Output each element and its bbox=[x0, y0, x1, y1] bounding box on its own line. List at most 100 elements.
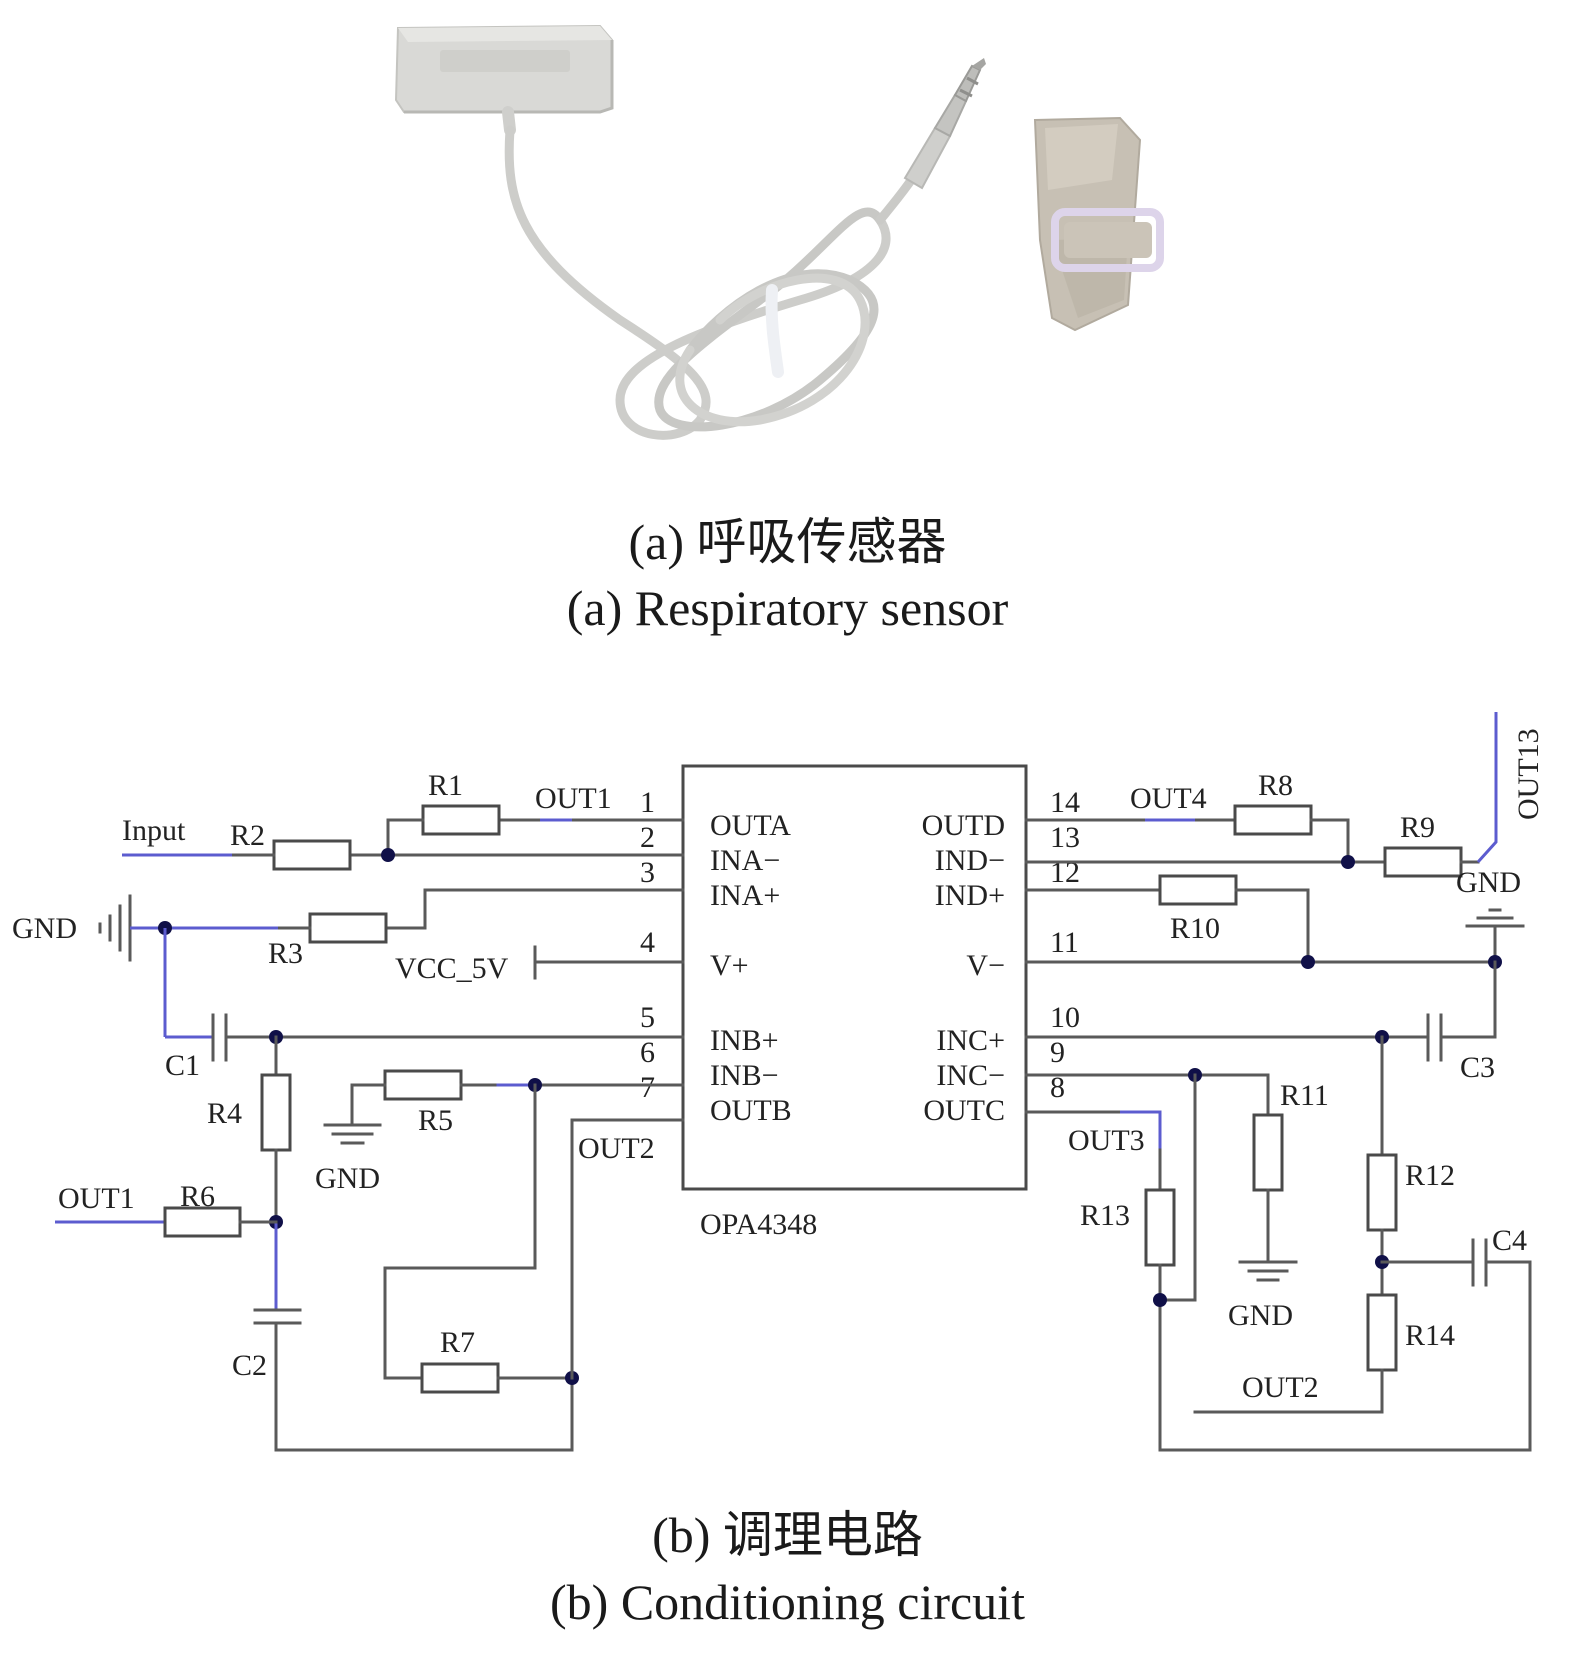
pin-name-1: OUTA bbox=[710, 809, 791, 842]
resistor-r12 bbox=[1366, 1153, 1398, 1232]
label-out2-right: OUT2 bbox=[1242, 1371, 1319, 1404]
label-gnd-left: GND bbox=[12, 912, 77, 945]
resistor-r2 bbox=[272, 839, 352, 871]
capacitor-c3 bbox=[1426, 1013, 1443, 1062]
caption-a-chinese: (a) 呼吸传感器 bbox=[628, 514, 947, 570]
label-out2-left: OUT2 bbox=[578, 1132, 655, 1165]
label-r14: R14 bbox=[1405, 1319, 1455, 1352]
resistor-r9 bbox=[1383, 846, 1463, 878]
pin-name-12: IND+ bbox=[935, 879, 1005, 912]
pin-num-5: 5 bbox=[640, 1001, 655, 1034]
pin-name-7: OUTB bbox=[710, 1094, 792, 1127]
pin-num-8: 8 bbox=[1050, 1071, 1065, 1104]
label-input: Input bbox=[122, 814, 186, 847]
caption-a-english: (a) Respiratory sensor bbox=[566, 580, 1009, 636]
resistor-r7 bbox=[420, 1362, 500, 1394]
label-r5: R5 bbox=[418, 1104, 453, 1137]
caption-b-chinese: (b) 调理电路 bbox=[652, 1507, 923, 1563]
node-dot bbox=[1375, 1255, 1389, 1269]
label-r11: R11 bbox=[1280, 1079, 1329, 1112]
resistor-r8 bbox=[1233, 804, 1313, 836]
audio-jack bbox=[903, 58, 986, 190]
label-r10: R10 bbox=[1170, 912, 1220, 945]
node-dot bbox=[1301, 955, 1315, 969]
pin-num-12: 12 bbox=[1050, 856, 1080, 889]
pin-name-4: V+ bbox=[710, 949, 749, 982]
resistor-r1 bbox=[421, 804, 501, 836]
label-out1-left: OUT1 bbox=[58, 1182, 135, 1215]
respiratory-sensor-photo bbox=[394, 24, 1164, 440]
pin-num-1: 1 bbox=[640, 786, 655, 819]
sensor-cable bbox=[502, 106, 930, 440]
pin-num-2: 2 bbox=[640, 821, 655, 854]
resistor-r5 bbox=[383, 1069, 463, 1101]
label-r1: R1 bbox=[428, 769, 463, 802]
node-dot bbox=[381, 848, 395, 862]
node-dot bbox=[1341, 855, 1355, 869]
label-out4: OUT4 bbox=[1130, 782, 1207, 815]
resistor-r13 bbox=[1144, 1188, 1176, 1267]
label-r13: R13 bbox=[1080, 1199, 1130, 1232]
resistor-r3 bbox=[308, 912, 388, 944]
chip-name: OPA4348 bbox=[700, 1208, 817, 1241]
resistor-r14 bbox=[1366, 1293, 1398, 1372]
resistor-r6 bbox=[163, 1206, 242, 1238]
ground-symbol-right bbox=[1465, 908, 1525, 964]
node-dot bbox=[565, 1371, 579, 1385]
pin-name-13: IND− bbox=[935, 844, 1005, 877]
label-c4: C4 bbox=[1492, 1224, 1527, 1257]
pin-num-7: 7 bbox=[640, 1071, 655, 1104]
node-dot bbox=[269, 1030, 283, 1044]
pin-num-3: 3 bbox=[640, 856, 655, 889]
label-out13: OUT13 bbox=[1512, 728, 1545, 820]
pin-num-14: 14 bbox=[1050, 786, 1080, 819]
pin-num-13: 13 bbox=[1050, 821, 1080, 854]
pin-name-6: INB− bbox=[710, 1059, 779, 1092]
pin-num-4: 4 bbox=[640, 926, 655, 959]
label-r6: R6 bbox=[180, 1180, 215, 1213]
pin-name-2: INA− bbox=[710, 844, 780, 877]
label-r12: R12 bbox=[1405, 1159, 1455, 1192]
capacitor-c4 bbox=[1471, 1238, 1488, 1287]
label-r9: R9 bbox=[1400, 811, 1435, 844]
label-out1-top: OUT1 bbox=[535, 782, 612, 815]
sensor-body bbox=[394, 24, 614, 114]
node-dot bbox=[1153, 1293, 1167, 1307]
resistor-r11 bbox=[1252, 1113, 1284, 1192]
node-dot bbox=[1375, 1030, 1389, 1044]
label-gnd-r11: GND bbox=[1228, 1299, 1293, 1332]
label-r4: R4 bbox=[207, 1097, 242, 1130]
node-dot bbox=[528, 1078, 542, 1092]
ground-symbol-r5 bbox=[323, 1123, 382, 1145]
sensor-strap bbox=[1033, 116, 1164, 332]
pin-name-11: V− bbox=[966, 949, 1005, 982]
pin-name-10: INC+ bbox=[936, 1024, 1005, 1057]
node-dot bbox=[1188, 1068, 1202, 1082]
caption-b-english: (b) Conditioning circuit bbox=[550, 1574, 1025, 1630]
pin-num-9: 9 bbox=[1050, 1036, 1065, 1069]
node-dot bbox=[158, 921, 172, 935]
label-r2: R2 bbox=[230, 819, 265, 852]
capacitor-c1 bbox=[211, 1013, 228, 1062]
label-out3: OUT3 bbox=[1068, 1124, 1145, 1157]
label-gnd-right: GND bbox=[1456, 866, 1521, 899]
pin-num-6: 6 bbox=[640, 1036, 655, 1069]
opamp-chip-body bbox=[681, 764, 1028, 1191]
pin-name-9: INC− bbox=[936, 1059, 1005, 1092]
label-vcc: VCC_5V bbox=[395, 952, 509, 985]
label-gnd-r5: GND bbox=[315, 1162, 380, 1195]
node-dot bbox=[1488, 955, 1502, 969]
label-c1: C1 bbox=[165, 1049, 200, 1082]
label-r3: R3 bbox=[268, 937, 303, 970]
label-c2: C2 bbox=[232, 1349, 267, 1382]
pin-num-10: 10 bbox=[1050, 1001, 1080, 1034]
ground-symbol-left bbox=[98, 894, 165, 962]
resistor-r4 bbox=[260, 1073, 292, 1152]
ground-symbol-r11 bbox=[1238, 1260, 1298, 1282]
pin-num-11: 11 bbox=[1050, 926, 1079, 959]
capacitor-c2 bbox=[253, 1308, 302, 1325]
pin-name-8: OUTC bbox=[923, 1094, 1005, 1127]
pin-name-5: INB+ bbox=[710, 1024, 779, 1057]
node-dot bbox=[269, 1215, 283, 1229]
